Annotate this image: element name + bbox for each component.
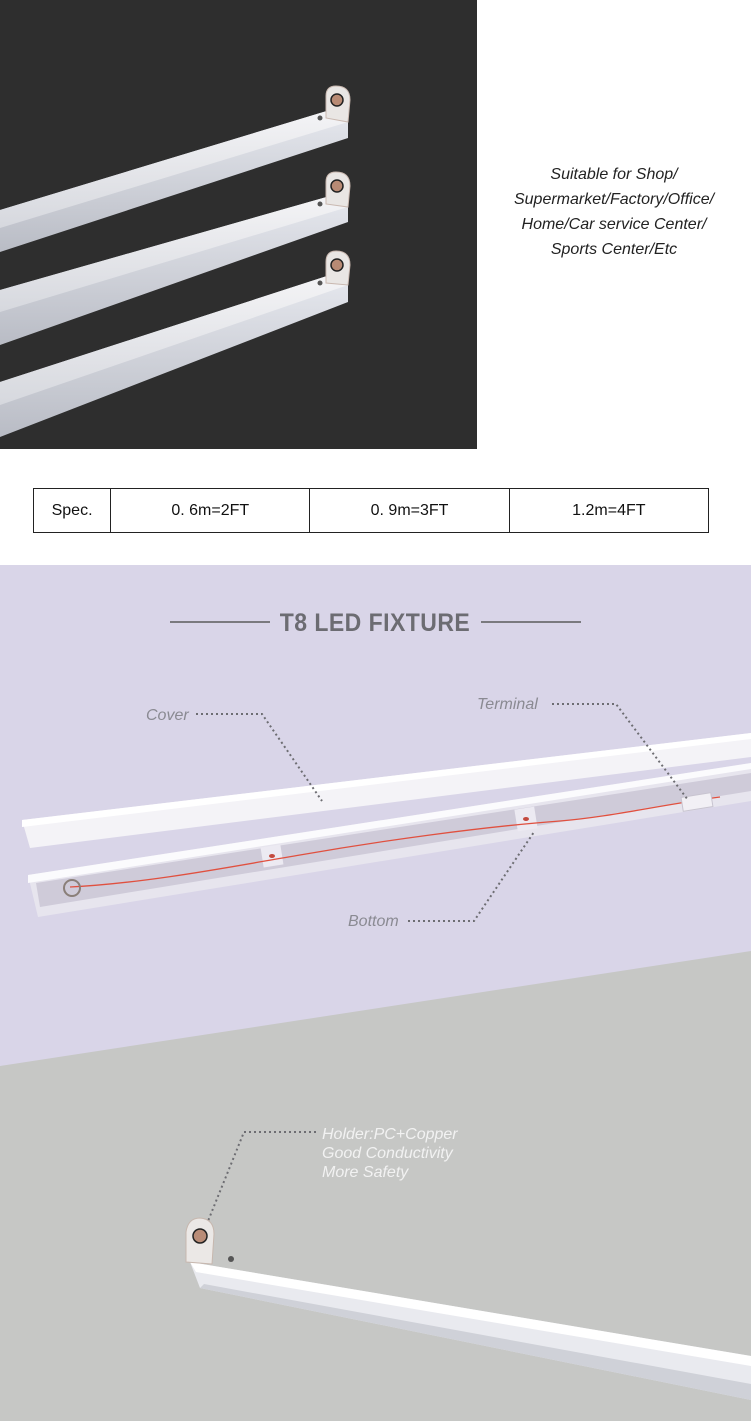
lamp-holder-2 xyxy=(325,171,351,208)
title-rule-right xyxy=(481,621,581,623)
fixture-bar-3 xyxy=(0,250,351,437)
section-title: T8 LED FIXTURE xyxy=(279,609,471,637)
lamp-holder-closeup xyxy=(185,1217,215,1265)
fixture-bars-illustration xyxy=(0,85,351,437)
holder-line: Good Conductivity xyxy=(322,1145,453,1162)
spec-cell-3ft: 0. 9m=3FT xyxy=(309,488,510,533)
callout-cover: Cover xyxy=(146,707,189,724)
bottom-channel xyxy=(28,763,751,917)
title-rule-left xyxy=(170,621,270,623)
application-line: Supermarket/Factory/Office/ xyxy=(513,191,715,208)
fixture-bar-1 xyxy=(0,85,351,252)
hero-product-photo xyxy=(0,0,477,449)
table-row: Spec. 0. 6m=2FT 0. 9m=3FT 1.2m=4FT xyxy=(32,488,710,533)
fixture-bar-2 xyxy=(0,171,351,345)
closeup-bar xyxy=(190,1256,751,1400)
application-line: Suitable for Shop/ xyxy=(550,166,678,183)
spec-header-cell: Spec. xyxy=(32,488,112,533)
callout-terminal: Terminal xyxy=(477,696,538,713)
holder-leader xyxy=(205,1131,316,1227)
holder-line: More Safety xyxy=(322,1164,409,1181)
application-line: Sports Center/Etc xyxy=(550,241,678,258)
holder-closeup-illustration xyxy=(185,1131,751,1400)
fixture-breakdown-section: T8 LED FIXTURE Cover Terminal Bottom xyxy=(0,565,751,1066)
spec-table: Spec. 0. 6m=2FT 0. 9m=3FT 1.2m=4FT xyxy=(32,488,710,533)
holder-line: Holder:PC+Copper xyxy=(322,1126,458,1143)
fixture-open-illustration xyxy=(0,703,751,1066)
application-line: Home/Car service Center/ xyxy=(521,216,707,233)
spec-cell-2ft: 0. 6m=2FT xyxy=(110,488,311,533)
section-divider xyxy=(0,951,751,1066)
callout-bottom: Bottom xyxy=(348,913,399,930)
cover-strip xyxy=(22,733,751,848)
lamp-holder-1 xyxy=(325,85,351,123)
spec-cell-4ft: 1.2m=4FT xyxy=(508,488,710,533)
lamp-holder-3 xyxy=(325,250,351,286)
callout-leaders xyxy=(196,703,689,922)
application-description: Suitable for Shop/ Supermarket/Factory/O… xyxy=(477,162,751,262)
holder-section xyxy=(0,1066,751,1421)
holder-description: Holder:PC+Copper Good Conductivity More … xyxy=(322,1125,458,1182)
